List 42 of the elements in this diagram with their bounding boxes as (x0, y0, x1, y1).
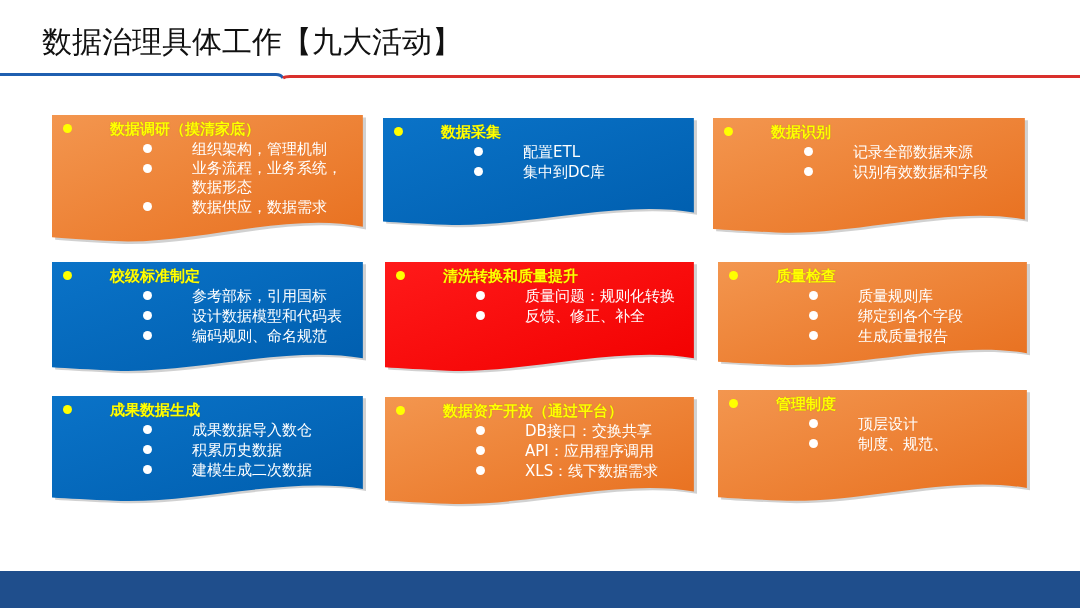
card-heading: 成果数据生成 (110, 401, 200, 420)
activity-card (52, 396, 366, 504)
activity-card (52, 262, 366, 374)
activity-card (713, 118, 1028, 236)
bullet-text: 反馈、修正、补全 (525, 307, 645, 326)
card-heading: 校级标准制定 (110, 267, 200, 286)
activity-card (718, 262, 1030, 368)
bullet-text: 设计数据模型和代码表 (192, 307, 342, 326)
card-heading: 数据识别 (771, 123, 831, 142)
bullet-text: 集中到DC库 (523, 163, 606, 182)
bullet-text: 生成质量报告 (858, 327, 948, 346)
bullet-text: 识别有效数据和字段 (853, 163, 988, 182)
bullet-text: 记录全部数据来源 (853, 143, 973, 162)
bullet-text: DB接口：交换共享 (525, 422, 652, 441)
bullet-text: 组织架构，管理机制 (192, 140, 327, 159)
bullet-text: 参考部标，引用国标 (192, 287, 327, 306)
bullet-text: 编码规则、命名规范 (192, 327, 327, 346)
slide-title: 数据治理具体工作【九大活动】 (42, 23, 462, 61)
bullet-text: 成果数据导入数仓 (192, 421, 312, 440)
activity-card (718, 390, 1030, 504)
bullet-text: 质量规则库 (858, 287, 933, 306)
bullet-text: 建模生成二次数据 (192, 461, 312, 480)
bullet-text: 质量问题：规则化转换 (525, 287, 675, 306)
card-heading: 质量检查 (776, 267, 836, 286)
card-heading: 数据采集 (441, 123, 501, 142)
bullet-text: 顶层设计 (858, 415, 918, 434)
card-heading: 管理制度 (776, 395, 836, 414)
activity-card (385, 262, 697, 374)
bullet-text: 数据供应，数据需求 (192, 198, 327, 217)
bullet-text: XLS：线下数据需求 (525, 462, 659, 481)
bullet-text: 制度、规范、 (858, 435, 948, 454)
activity-card (383, 118, 697, 228)
bullet-text: 积累历史数据 (192, 441, 282, 460)
bullet-text: 绑定到各个字段 (858, 307, 963, 326)
card-heading: 数据调研（摸清家底） (110, 120, 260, 139)
bullet-text: 配置ETL (523, 143, 580, 162)
activity-card (385, 397, 697, 507)
bullet-text: 业务流程，业务系统，数据形态 (192, 159, 343, 197)
card-heading: 清洗转换和质量提升 (443, 267, 578, 286)
bullet-text: API：应用程序调用 (525, 442, 654, 461)
card-heading: 数据资产开放（通过平台） (443, 402, 623, 421)
activity-card (52, 115, 366, 245)
